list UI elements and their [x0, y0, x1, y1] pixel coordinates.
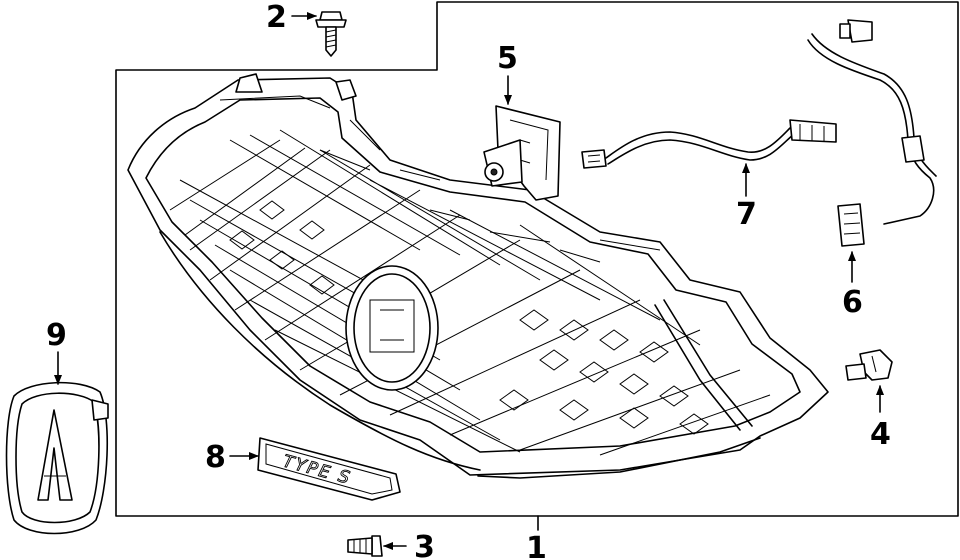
- callout-9: 9: [46, 318, 67, 353]
- callout-3: 3: [414, 530, 435, 560]
- callout-7: 7: [736, 197, 757, 232]
- leader-lines: [54, 12, 884, 550]
- type-s-emblem[interactable]: TYPE S: [257, 437, 401, 501]
- clip[interactable]: [347, 535, 383, 557]
- callout-5: 5: [497, 41, 518, 76]
- camera-harness[interactable]: [581, 119, 837, 169]
- wiring-harness[interactable]: [807, 19, 937, 247]
- callout-6: 6: [842, 285, 863, 320]
- bolt[interactable]: [315, 11, 347, 57]
- callout-1: 1: [526, 531, 547, 560]
- sensor-bracket[interactable]: [845, 349, 893, 381]
- grille-assembly[interactable]: [127, 73, 829, 479]
- callout-8: 8: [205, 440, 226, 475]
- assembly-frame: [115, 1, 959, 517]
- callout-2: 2: [266, 0, 287, 35]
- camera-module[interactable]: [483, 105, 561, 201]
- acura-emblem[interactable]: [5, 381, 109, 535]
- callout-4: 4: [870, 417, 891, 452]
